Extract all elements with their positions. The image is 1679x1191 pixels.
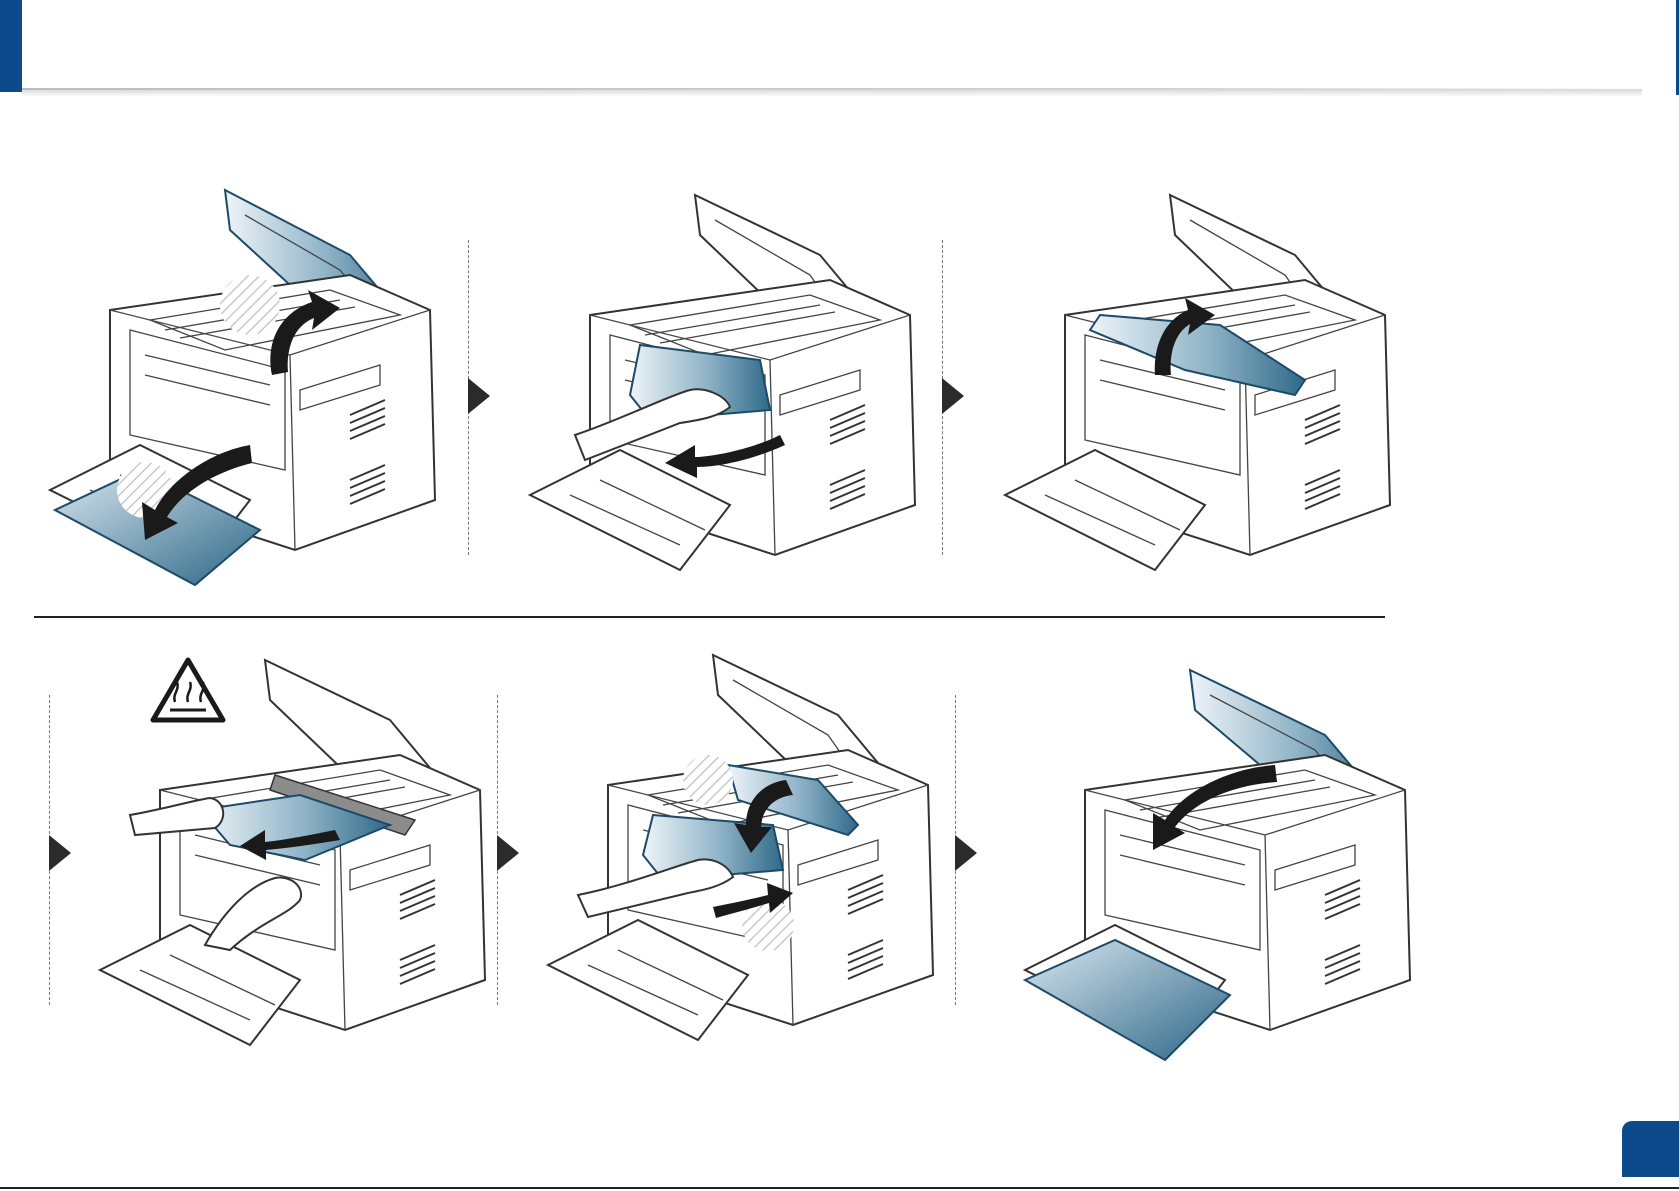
header-divider xyxy=(22,88,1642,90)
next-step-icon xyxy=(49,835,71,871)
next-step-icon xyxy=(468,378,490,414)
step-4-illustration xyxy=(100,660,500,1060)
next-step-icon xyxy=(942,378,964,414)
next-step-icon xyxy=(497,835,519,871)
step-6-illustration xyxy=(1025,670,1425,1070)
step-1-illustration xyxy=(50,190,450,590)
header-shadow xyxy=(22,89,1642,97)
page-number-badge xyxy=(1622,1121,1679,1177)
footer-line xyxy=(0,1187,1679,1189)
step-3-illustration xyxy=(1005,195,1405,595)
hot-surface-warning-icon xyxy=(153,660,223,720)
row-divider xyxy=(34,616,1385,618)
step-5-illustration xyxy=(548,655,948,1055)
header-accent-bar xyxy=(0,0,22,92)
step-2-illustration xyxy=(530,195,930,595)
next-step-icon xyxy=(955,835,977,871)
